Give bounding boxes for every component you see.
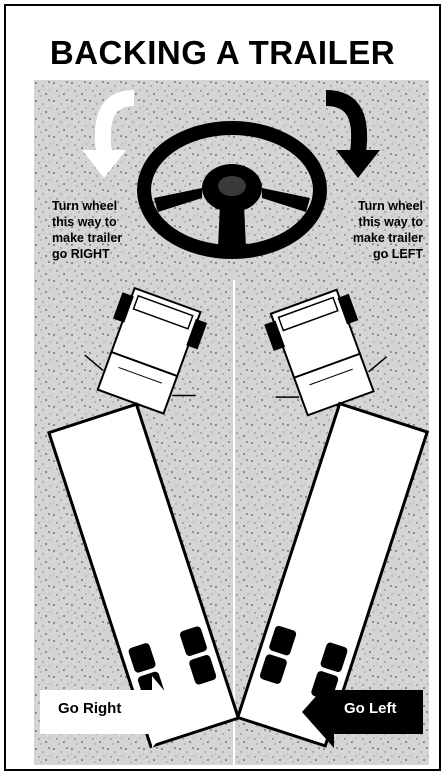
illustration-panel: Turn wheel this way to make trailer go R… <box>34 80 429 765</box>
go-left-label: Go Left <box>344 700 397 717</box>
left-caption-line: go RIGHT <box>52 246 122 262</box>
illustration-svg <box>34 80 429 765</box>
go-right-label: Go Right <box>58 700 121 717</box>
right-caption-line: make trailer <box>353 230 423 246</box>
right-caption-line: Turn wheel <box>353 198 423 214</box>
left-caption-line: Turn wheel <box>52 198 122 214</box>
left-caption-line: make trailer <box>52 230 122 246</box>
right-caption: Turn wheel this way to make trailer go L… <box>353 198 423 262</box>
right-caption-line: this way to <box>353 214 423 230</box>
page-title: BACKING A TRAILER <box>6 34 439 72</box>
left-caption: Turn wheel this way to make trailer go R… <box>52 198 122 262</box>
diagram-frame: BACKING A TRAILER <box>4 4 441 771</box>
left-caption-line: this way to <box>52 214 122 230</box>
right-caption-line: go LEFT <box>353 246 423 262</box>
